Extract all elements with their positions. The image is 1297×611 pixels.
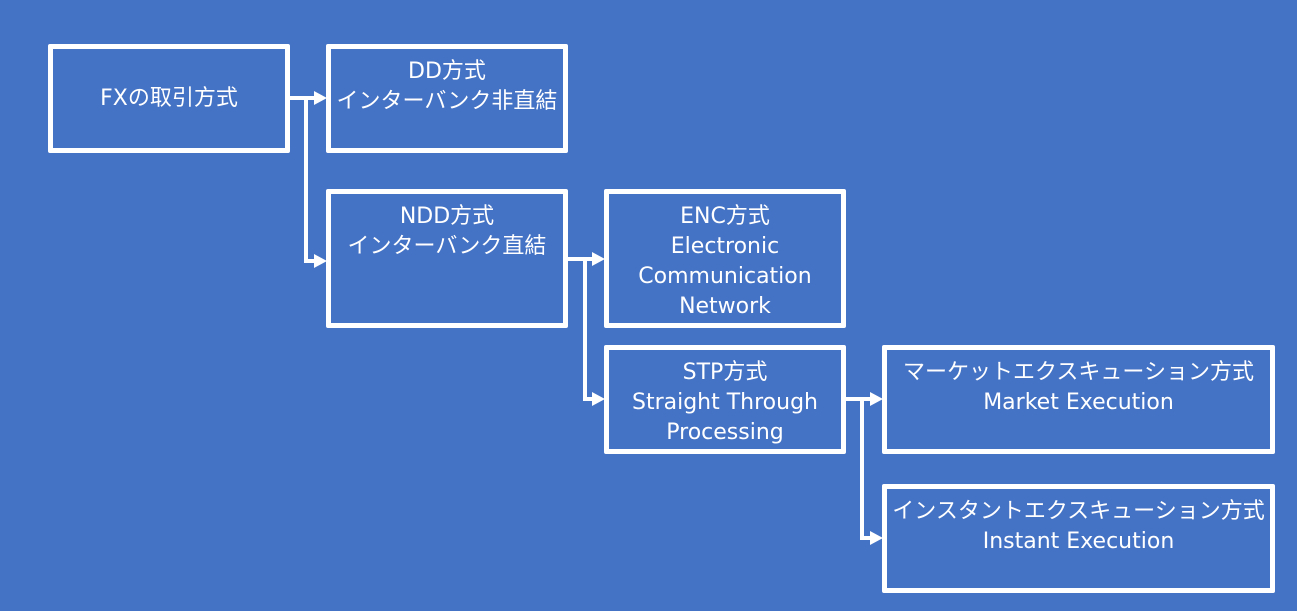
node-enc-title: ENC方式 [680,204,770,229]
node-dd: DD方式 インターバンク非直結 [326,44,568,153]
arrowhead-ndd [314,254,327,268]
edge-ndd-stp [583,259,594,401]
node-stp-title: STP方式 [682,360,768,385]
node-enc-line-2: Communication [638,264,812,289]
arrowhead-instant [870,531,883,545]
node-dd-title: DD方式 [408,59,486,84]
node-fx-label: FXの取引方式 [100,85,238,111]
node-instant-title: インスタントエクスキューション方式 [892,499,1265,524]
node-ndd-subtitle: インターバンク直結 [347,234,547,259]
node-enc: ENC方式 Electronic Communication Network [604,189,846,328]
edge-stp-instant [860,399,872,540]
node-stp-line-2: Processing [666,420,784,445]
node-fx: FXの取引方式 [48,44,290,153]
node-market-execution: マーケットエクスキューション方式 Market Execution [882,345,1275,454]
node-ndd: NDD方式 インターバンク直結 [326,189,568,328]
node-instant-execution: インスタントエクスキューション方式 Instant Execution [882,484,1275,593]
node-stp-line-1: Straight Through [631,390,818,415]
node-enc-line-3: Network [679,294,771,319]
node-enc-line-1: Electronic [670,234,780,259]
node-instant-subtitle: Instant Execution [982,529,1175,554]
node-market-subtitle: Market Execution [983,390,1174,415]
arrowhead-stp [592,392,605,406]
node-stp: STP方式 Straight Through Processing [604,345,846,454]
node-dd-subtitle: インターバンク非直結 [336,89,558,114]
arrowhead-dd [314,91,327,105]
node-ndd-title: NDD方式 [399,204,495,229]
arrowhead-market [870,392,883,406]
edge-fx-ndd [304,98,316,263]
node-market-title: マーケットエクスキューション方式 [903,360,1254,385]
arrowhead-enc [592,252,605,266]
